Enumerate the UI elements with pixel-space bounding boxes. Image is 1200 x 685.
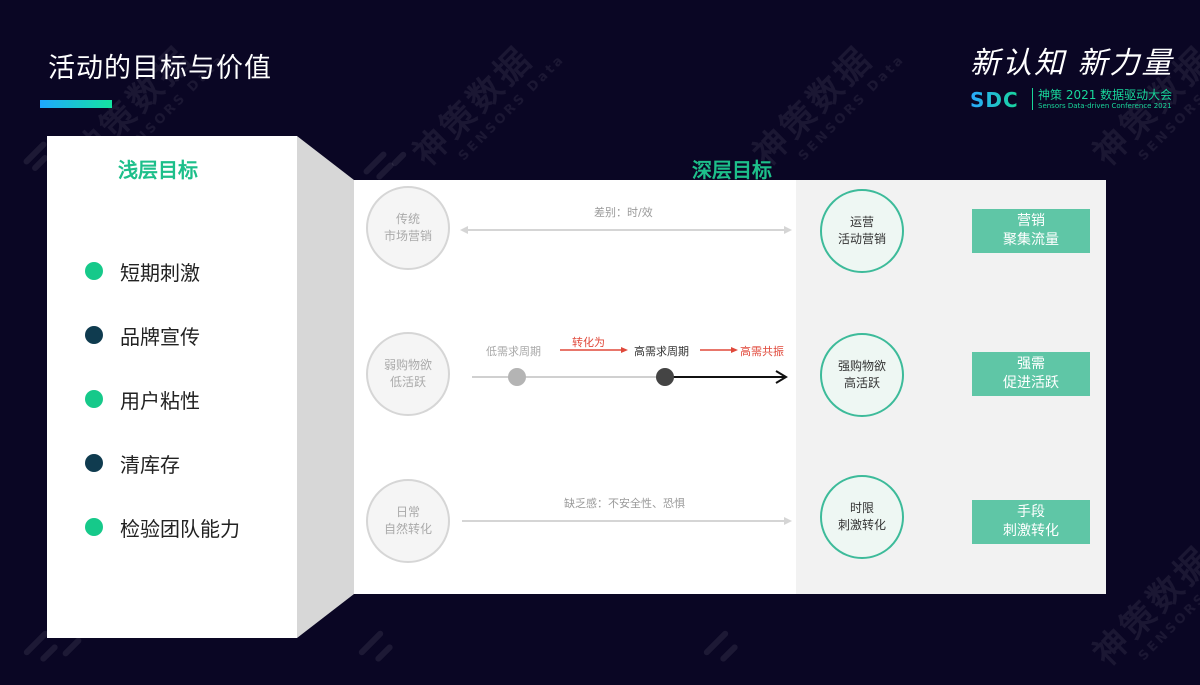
result-box: 手段 刺激转化 xyxy=(972,500,1090,544)
title-underline xyxy=(40,100,112,108)
double-arrow-icon xyxy=(460,226,792,234)
resonance-label: 高需共振 xyxy=(740,345,784,358)
result-box: 营销 聚集流量 xyxy=(972,209,1090,253)
shallow-goals-heading: 浅层目标 xyxy=(118,158,198,182)
shallow-goals-list: 短期刺激 品牌宣传 用户粘性 清库存 检验团队能力 xyxy=(85,239,240,559)
arrow-icon xyxy=(462,517,792,525)
result-box: 强需 促进活跃 xyxy=(972,352,1090,396)
logo-divider xyxy=(1032,88,1033,110)
deep-goals-panel: 传统 市场营销 差别：时/效 运营 活动营销 营销 聚集流量 弱购物欲 低活跃 … xyxy=(354,180,1106,594)
box-bevel xyxy=(297,136,354,638)
list-item: 品牌宣传 xyxy=(85,303,240,367)
page-title: 活动的目标与价值 xyxy=(48,53,272,84)
bullet-dot-icon xyxy=(85,326,103,344)
logo-slogan: 新认知 新力量 xyxy=(970,46,1174,81)
low-demand-label: 低需求周期 xyxy=(486,345,541,358)
bullet-dot-icon xyxy=(85,454,103,472)
bullet-dot-icon xyxy=(85,262,103,280)
logo-name-en: Sensors Data-driven Conference 2021 xyxy=(1038,102,1172,110)
list-item: 短期刺激 xyxy=(85,239,240,303)
from-circle: 日常 自然转化 xyxy=(366,479,450,563)
convert-arrow-icon xyxy=(560,347,628,353)
deep-goals-heading: 深层目标 xyxy=(692,158,772,182)
to-circle: 时限 刺激转化 xyxy=(820,475,904,559)
sdc-mark: SDC xyxy=(970,88,1019,112)
logo-name-cn: 神策 2021 数据驱动大会 xyxy=(1038,88,1173,102)
shallow-goals-panel: 浅层目标 短期刺激 品牌宣传 用户粘性 清库存 检验团队能力 xyxy=(47,136,297,638)
bullet-dot-icon xyxy=(85,390,103,408)
to-circle: 运营 活动营销 xyxy=(820,189,904,273)
from-circle: 传统 市场营销 xyxy=(366,186,450,270)
convert-label: 转化为 xyxy=(572,336,605,349)
arrow-label: 缺乏感：不安全性、恐惧 xyxy=(564,497,685,510)
to-circle: 强购物欲 高活跃 xyxy=(820,333,904,417)
high-demand-label: 高需求周期 xyxy=(634,345,689,358)
resonance-arrow-icon xyxy=(700,347,738,353)
list-item: 用户粘性 xyxy=(85,367,240,431)
list-item: 清库存 xyxy=(85,431,240,495)
arrow-label: 差别：时/效 xyxy=(594,206,653,219)
list-item: 检验团队能力 xyxy=(85,495,240,559)
conference-logo: 新认知 新力量 SDC 神策 2021 数据驱动大会 Sensors Data-… xyxy=(968,38,1178,118)
timeline-arrow-icon xyxy=(472,368,788,386)
bullet-dot-icon xyxy=(85,518,103,536)
from-circle: 弱购物欲 低活跃 xyxy=(366,332,450,416)
